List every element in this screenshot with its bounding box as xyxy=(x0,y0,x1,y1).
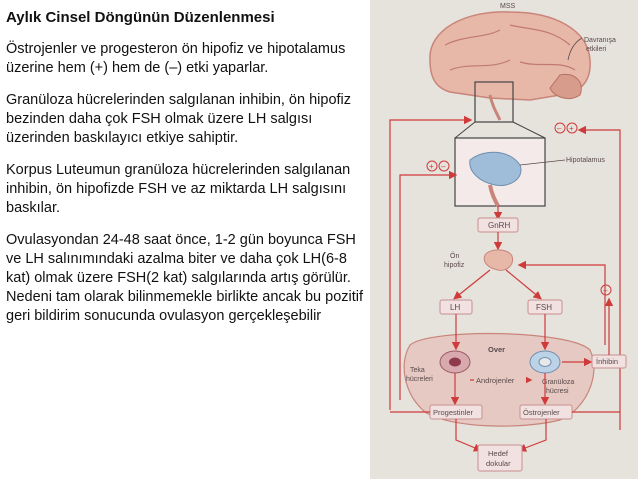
feedback-loop-lines xyxy=(389,115,621,430)
androgens-label: Androjenler xyxy=(476,376,515,385)
paragraph-ovulation: Ovulasyondan 24-48 saat önce, 1-2 gün bo… xyxy=(6,232,364,324)
svg-text:–: – xyxy=(441,162,446,171)
text-column: Aylık Cinsel Döngünün Düzenlenmesi Östro… xyxy=(6,8,368,339)
slide-title: Aylık Cinsel Döngünün Düzenlenmesi xyxy=(6,9,275,26)
brain-illustration xyxy=(429,11,591,121)
top-feedback-signs: – + + – xyxy=(426,122,578,172)
target-label-line1: Hedef xyxy=(488,449,509,458)
pituitary-label-line2: hipofiz xyxy=(444,262,465,269)
target-label-line2: dokular xyxy=(486,459,511,468)
zoom-lines xyxy=(454,121,546,139)
ovary-label: Over xyxy=(488,345,505,354)
feedback-diagram: MSS Davranışa etkileri Hipotalamus – + +… xyxy=(389,3,627,472)
svg-text:–: – xyxy=(603,286,608,295)
gnrh-label: GnRH xyxy=(488,221,510,230)
behavior-label-line2: etkileri xyxy=(586,46,607,53)
zoom-box xyxy=(474,81,514,123)
behavior-label-line1: Davranışa xyxy=(584,37,616,44)
granulosa-label-line2: hücresi xyxy=(546,388,569,395)
pituitary-shape xyxy=(483,249,514,271)
mss-label: MSS xyxy=(500,3,516,10)
behavior-pointer xyxy=(567,37,583,61)
hypothalamus-shape xyxy=(469,151,522,187)
paragraph-inhibin-granulosa: Granüloza hücrelerinden salgılanan inhib… xyxy=(6,92,352,146)
hypothalamus-label: Hipotalamus xyxy=(566,157,605,164)
inhibin-minus-sign xyxy=(600,284,612,296)
progestins-label: Progestinler xyxy=(433,408,474,417)
estrogens-label: Östrojenler xyxy=(523,408,560,417)
inhibin-label: İnhibin xyxy=(596,357,618,366)
paragraph-corpus-luteum: Korpus Luteumun granüloza hücrelerinden … xyxy=(6,162,351,216)
diagram-panel: MSS Davranışa etkileri Hipotalamus – + +… xyxy=(370,0,638,479)
theca-label-line1: Teka xyxy=(410,367,425,374)
lh-label: LH xyxy=(450,303,460,312)
target-tissues-box xyxy=(477,444,523,472)
theca-label-line2: hücreleri xyxy=(406,376,433,383)
svg-text:–: – xyxy=(557,124,562,133)
pituitary-label-line1: Ön xyxy=(450,252,459,260)
fsh-label: FSH xyxy=(536,303,552,312)
androgens-bg xyxy=(474,374,526,386)
svg-text:+: + xyxy=(429,162,434,171)
granulosa-label-line1: Granüloza xyxy=(542,379,574,386)
paragraph-estrogen-feedback: Östrojenler ve progesteron ön hipofiz ve… xyxy=(6,41,346,76)
svg-text:+: + xyxy=(569,124,574,133)
